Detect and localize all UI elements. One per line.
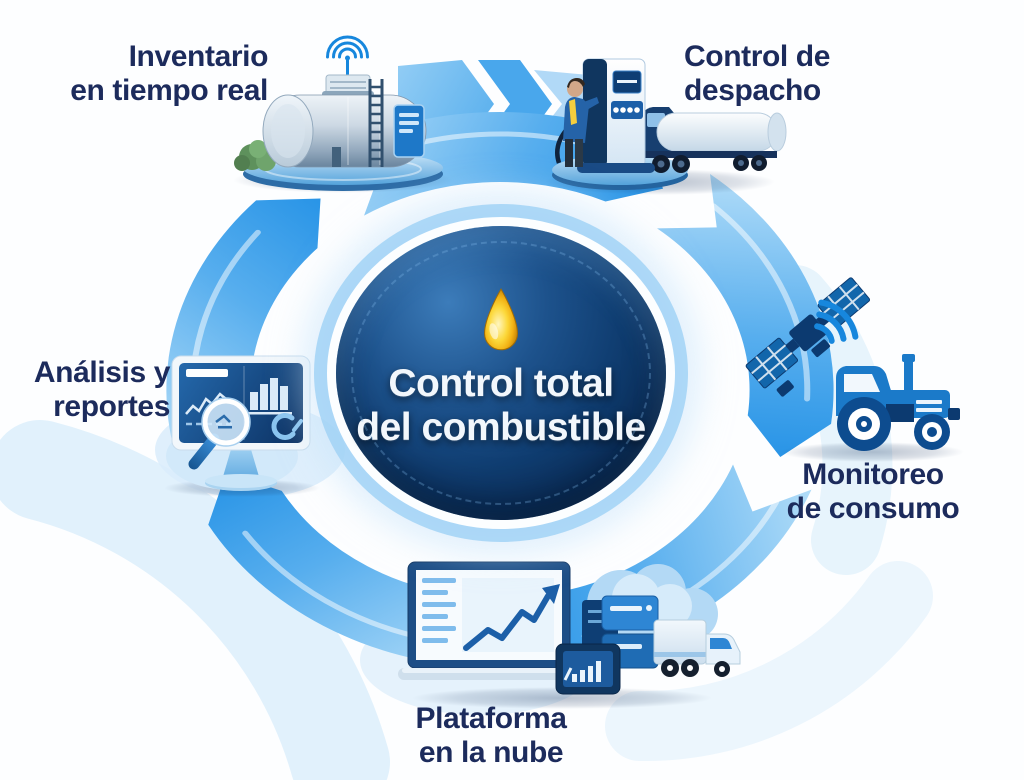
stage-label-analisis: Análisis y reportes (10, 356, 170, 424)
center-badge: Control total del combustible (336, 226, 666, 520)
stage-label-line: despacho (684, 74, 821, 107)
stage-label-line: de consumo (786, 492, 960, 525)
satellite-tractor-icon (745, 277, 960, 451)
cloud-platform-icon (398, 561, 741, 695)
stage-label-plataforma: Plataforma en la nube (380, 702, 602, 770)
fuel-drop-icon (484, 288, 518, 351)
stage-label-despacho: Control de despacho (684, 40, 914, 108)
stage-label-monitoreo: Monitoreo de consumo (762, 458, 984, 526)
smart-storage-tank-icon (234, 35, 443, 191)
stage-label-line: Control de (684, 40, 830, 73)
stage-label-line: en la nube (418, 736, 564, 769)
stage-label-line: Inventario (128, 40, 269, 73)
center-title-line2: del combustible (356, 406, 646, 449)
stage-label-line: en tiempo real (70, 74, 268, 107)
stage-label-line: Análisis y (33, 356, 170, 389)
center-title-line1: Control total (388, 362, 614, 405)
stage-label-line: Monitoreo (802, 458, 944, 491)
fuel-dispenser-tanker-icon (552, 58, 787, 190)
analytics-monitor-icon (166, 355, 311, 491)
stage-label-line: Plataforma (415, 702, 567, 735)
stage-label-line: reportes (53, 390, 170, 423)
center-title: Control total del combustible (356, 362, 646, 450)
stage-label-inventario: Inventario en tiempo real (30, 40, 268, 108)
